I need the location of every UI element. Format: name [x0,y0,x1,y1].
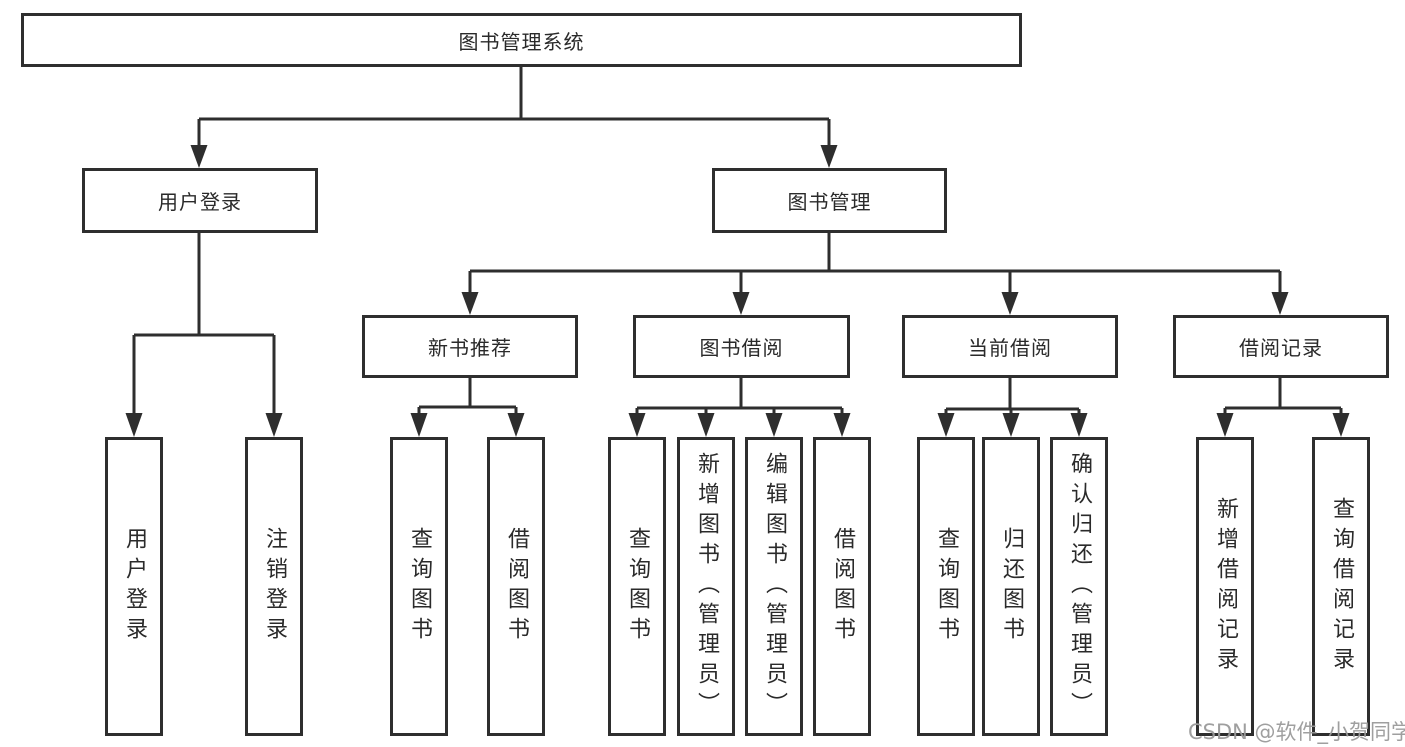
leaf-label: 确认归还（管理员） [1067,451,1092,722]
leaf-label: 查询图书 [625,526,650,647]
leaf-return-books: 归还图书 [982,437,1040,736]
leaf-edit-books-admin: 编辑图书（管理员） [745,437,803,736]
leaf-label: 归还图书 [999,526,1024,647]
leaf-logout: 注销登录 [245,437,303,736]
leaf-add-borrow-record: 新增借阅记录 [1196,437,1254,736]
leaf-query-books-borrowing: 查询图书 [608,437,666,736]
leaf-query-borrow-record: 查询借阅记录 [1312,437,1370,736]
leaf-label: 新增图书（管理员） [694,451,719,722]
node-book-borrowing: 图书借阅 [633,315,850,378]
node-label: 当前借阅 [968,336,1052,360]
csdn-watermark: CSDN @软件_小贺同学 [1188,720,1405,744]
node-label: 借阅记录 [1239,336,1323,360]
leaf-query-books-recommend: 查询图书 [390,437,448,736]
leaf-label: 编辑图书（管理员） [762,451,787,722]
node-label: 图书借阅 [699,336,784,360]
node-user-login: 用户登录 [82,168,318,233]
node-label: 图书管理系统 [458,29,585,54]
leaf-query-books-current: 查询图书 [917,437,975,736]
node-borrowing-records: 借阅记录 [1173,315,1389,378]
arrowheads [125,145,1350,437]
leaf-label: 借阅图书 [830,526,855,647]
leaf-confirm-return-admin: 确认归还（管理员） [1050,437,1108,736]
node-root: 图书管理系统 [21,13,1022,67]
node-label: 图书管理 [787,190,872,214]
leaf-label: 查询图书 [407,526,432,647]
node-book-management: 图书管理 [712,168,947,233]
leaf-user-login: 用户登录 [105,437,163,736]
leaf-label: 用户登录 [122,526,147,647]
node-current-borrowing: 当前借阅 [902,315,1118,378]
leaf-label: 注销登录 [262,526,287,647]
leaf-borrow-books-recommend: 借阅图书 [487,437,545,736]
node-label: 新书推荐 [428,336,512,360]
leaf-label: 查询图书 [934,526,959,647]
node-label: 用户登录 [158,190,242,214]
leaf-label: 新增借阅记录 [1213,496,1238,677]
connector-lines [132,67,1343,416]
leaf-label: 查询借阅记录 [1329,496,1354,677]
leaf-borrow-books-borrowing: 借阅图书 [813,437,871,736]
node-new-book-recommendation: 新书推荐 [362,315,578,378]
leaf-label: 借阅图书 [504,526,529,647]
leaf-add-books-admin: 新增图书（管理员） [677,437,735,736]
